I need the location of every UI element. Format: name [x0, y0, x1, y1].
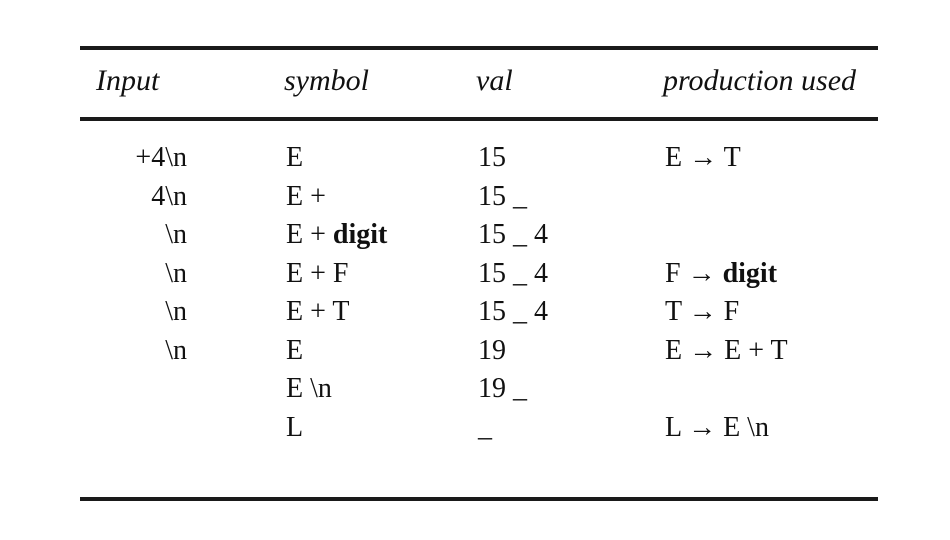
- table-row: \n E 19 E → E + T: [0, 333, 950, 372]
- production-cell: T → F: [665, 296, 740, 327]
- table-row: E \n 19 _: [0, 371, 950, 410]
- symbol-cell: E + digit: [286, 219, 388, 250]
- production-cell: L → E \n: [665, 411, 769, 443]
- table-row: +4\n E 15 E → T: [0, 140, 950, 179]
- val-cell: _: [478, 411, 492, 443]
- header-rule: [80, 117, 878, 121]
- header-val: val: [476, 64, 513, 97]
- val-cell: 15 _ 4: [478, 219, 548, 250]
- val-cell: 19: [478, 334, 506, 366]
- symbol-cell: E: [286, 142, 304, 173]
- symbol-cell: E \n: [286, 373, 332, 404]
- input-cell: +4\n: [135, 142, 187, 173]
- production-cell: F → digit: [665, 257, 778, 289]
- table-row: 4\n E + 15 _: [0, 179, 950, 218]
- top-rule: [80, 46, 878, 50]
- table-row: \n E + digit 15 _ 4: [0, 217, 950, 256]
- symbol-cell: E +: [286, 180, 326, 212]
- symbol-cell: E + F: [286, 257, 349, 289]
- header-symbol: symbol: [284, 64, 369, 97]
- input-cell: \n: [165, 334, 187, 366]
- table-row: \n E + T 15 _ 4 T → F: [0, 294, 950, 333]
- val-cell: 19 _: [478, 373, 527, 404]
- production-cell: E → E + T: [665, 334, 788, 366]
- symbol-cell: L: [286, 411, 304, 443]
- val-cell: 15 _: [478, 180, 527, 212]
- header-input: Input: [96, 64, 160, 97]
- val-cell: 15 _ 4: [478, 296, 548, 327]
- table-body: +4\n E 15 E → T 4\n E + 15 _ \n E + digi…: [0, 140, 950, 448]
- input-cell: 4\n: [151, 180, 187, 212]
- bottom-rule: [80, 497, 878, 501]
- header-production: production used: [663, 64, 857, 97]
- input-cell: \n: [165, 219, 187, 250]
- val-cell: 15 _ 4: [478, 257, 548, 289]
- val-cell: 15: [478, 142, 506, 173]
- symbol-cell: E: [286, 334, 304, 366]
- input-cell: \n: [165, 257, 187, 289]
- input-cell: \n: [165, 296, 187, 327]
- production-cell: E → T: [665, 142, 741, 173]
- symbol-cell: E + T: [286, 296, 350, 327]
- table-row: L _ L → E \n: [0, 410, 950, 449]
- table-row: \n E + F 15 _ 4 F → digit: [0, 256, 950, 295]
